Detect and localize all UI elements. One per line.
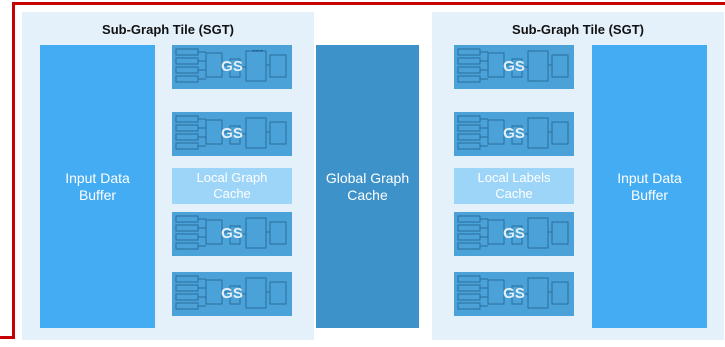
left-input-data-buffer: Input Data Buffer xyxy=(40,45,155,328)
left-gs-block-1: ▬▬▬ GS xyxy=(172,45,292,89)
left-gs-label-4: GS xyxy=(221,285,243,302)
right-gs-block-3: GS xyxy=(454,212,574,256)
left-gs-label-2: GS xyxy=(221,125,243,142)
frame-left-edge xyxy=(12,2,15,338)
right-tile-title: Sub-Graph Tile (SGT) xyxy=(512,22,644,37)
left-gs-block-4: GS xyxy=(172,272,292,316)
left-gs-label-3: GS xyxy=(221,225,243,242)
frame-top-edge xyxy=(12,2,725,5)
right-input-data-buffer: Input Data Buffer xyxy=(592,45,707,328)
left-gs-label-1: GS xyxy=(221,58,243,75)
right-gs-label-4: GS xyxy=(503,285,525,302)
right-gs-label-1: GS xyxy=(503,58,525,75)
left-gs-block-3: GS xyxy=(172,212,292,256)
right-gs-block-4: GS xyxy=(454,272,574,316)
left-tile-title: Sub-Graph Tile (SGT) xyxy=(102,22,234,37)
right-gs-block-1: GS xyxy=(454,45,574,89)
frame-corner-line xyxy=(0,336,15,339)
svg-text:▬▬▬: ▬▬▬ xyxy=(252,48,264,53)
local-labels-cache: Local Labels Cache xyxy=(454,168,574,204)
right-gs-label-3: GS xyxy=(503,225,525,242)
right-gs-block-2: GS xyxy=(454,112,574,156)
left-sub-graph-tile: Sub-Graph Tile (SGT) Input Data Buffer ▬… xyxy=(22,12,314,340)
global-graph-cache: Global Graph Cache xyxy=(316,45,419,328)
local-graph-cache: Local Graph Cache xyxy=(172,168,292,204)
right-sub-graph-tile: Sub-Graph Tile (SGT) GS GS Local Labels … xyxy=(432,12,724,340)
left-gs-block-2: GS xyxy=(172,112,292,156)
right-gs-label-2: GS xyxy=(503,125,525,142)
